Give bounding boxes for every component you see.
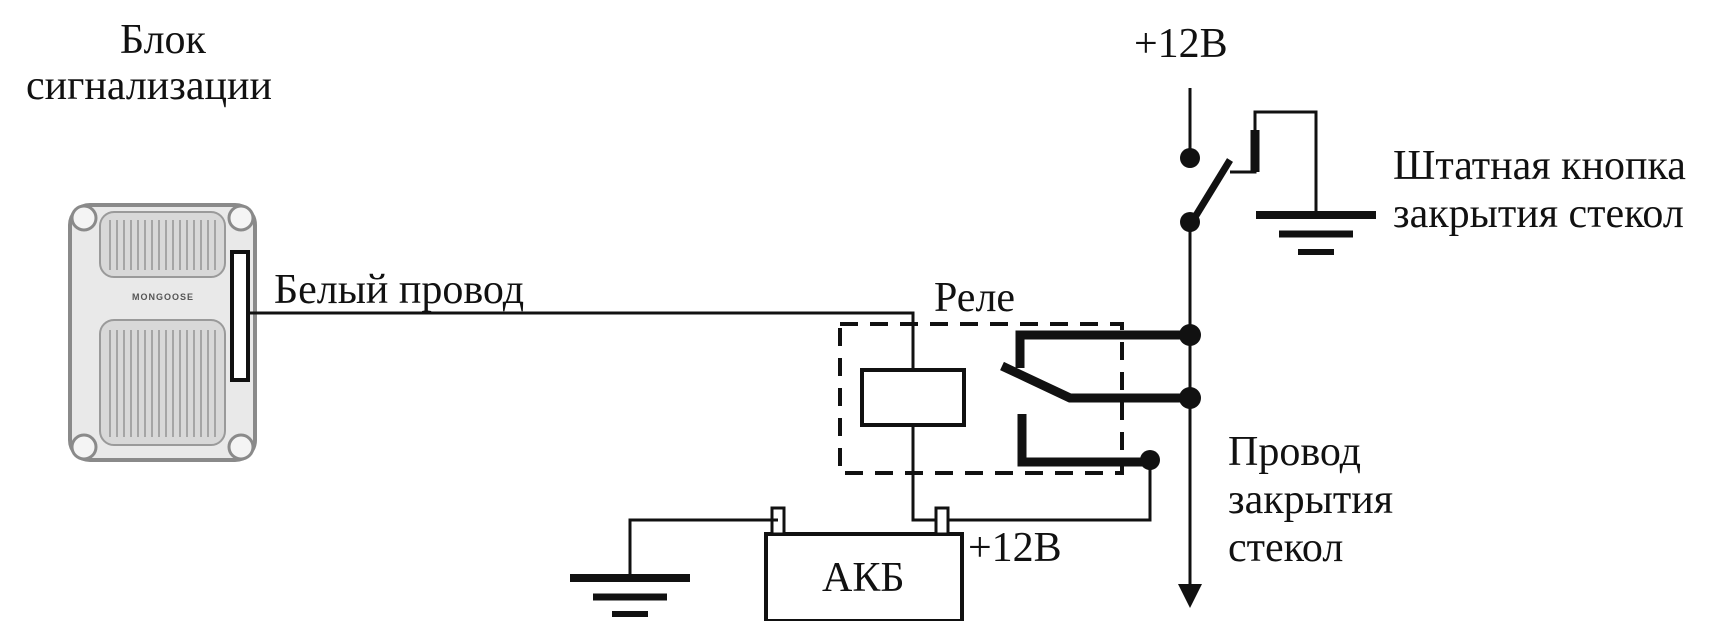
alarm-unit: MONGOOSE — [68, 203, 257, 462]
relay-coil — [860, 368, 966, 427]
battery — [764, 506, 964, 621]
unit-ribs-top — [109, 220, 216, 270]
white-wire — [248, 311, 915, 370]
oem-button-label-line2: закрытия стекол — [1393, 191, 1684, 237]
close-wire-label-line2: закрытия — [1228, 477, 1394, 523]
close-wire-arrow — [1178, 584, 1202, 608]
supply-label-top: +12В — [1134, 21, 1228, 67]
unit-brand-label: MONGOOSE — [132, 292, 194, 302]
unit-ribs-bottom — [109, 330, 216, 437]
close-wire-label-line1: Провод — [1228, 429, 1362, 475]
oem-button-switch — [1189, 158, 1233, 224]
battery-label: АКБ — [822, 555, 905, 601]
relay-label: Реле — [934, 275, 1016, 321]
relay — [838, 322, 1190, 475]
unit-connector — [230, 250, 250, 382]
oem-button-label-line1: Штатная кнопка — [1393, 143, 1686, 189]
ground-symbol-button — [1256, 211, 1376, 255]
close-wire-label-line3: стекол — [1228, 525, 1344, 571]
alarm-unit-title-line2: сигнализации — [26, 63, 272, 109]
ground-symbol-battery — [570, 574, 690, 617]
supply-label-battery: +12В — [968, 525, 1062, 571]
white-wire-label: Белый провод — [274, 267, 525, 313]
relay-enclosure — [838, 322, 1124, 475]
alarm-unit-title-line1: Блок — [120, 17, 206, 63]
